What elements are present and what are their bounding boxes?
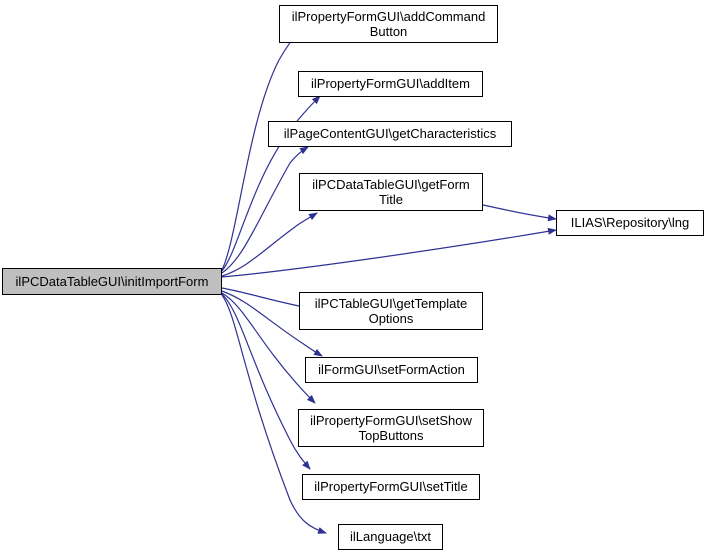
graph-node-root[interactable]: ilPCDataTableGUI\initImportForm <box>2 268 222 295</box>
edge-paths <box>221 30 557 534</box>
graph-node-label: ilPCTableGUI\getTemplate Options <box>314 295 468 327</box>
graph-node-getFormTitle[interactable]: ilPCDataTableGUI\getForm Title <box>299 173 483 211</box>
graph-node-addItem[interactable]: ilPropertyFormGUI\addItem <box>298 71 483 97</box>
graph-node-label: ilLanguage\txt <box>350 529 431 545</box>
graph-node-setTitle[interactable]: ilPropertyFormGUI\setTitle <box>302 474 480 500</box>
graph-node-label: ILIAS\Repository\lng <box>570 215 690 231</box>
graph-node-addCommandButton[interactable]: ilPropertyFormGUI\addCommand Button <box>279 5 498 43</box>
edge-root-to-setTitle <box>221 293 311 470</box>
graph-node-getCharacteristics[interactable]: ilPageContentGUI\getCharacteristics <box>268 121 512 147</box>
edge-root-to-addCommandButton <box>221 30 301 271</box>
graph-node-lng[interactable]: ILIAS\Repository\lng <box>556 210 704 236</box>
graph-node-label: ilPCDataTableGUI\getForm Title <box>312 176 470 208</box>
graph-node-label: ilPropertyFormGUI\setShow TopButtons <box>310 412 472 444</box>
edge-root-to-getFormTitle <box>221 212 318 277</box>
graph-node-label: ilPCDataTableGUI\initImportForm <box>15 273 209 289</box>
graph-node-label: ilPageContentGUI\getCharacteristics <box>283 126 497 142</box>
graph-node-txt[interactable]: ilLanguage\txt <box>338 524 443 550</box>
edge-root-to-getCharacteristics <box>221 146 309 274</box>
graph-node-label: ilFormGUI\setFormAction <box>318 362 465 378</box>
graph-node-label: ilPropertyFormGUI\addItem <box>311 76 470 92</box>
graph-node-setShowTopButtons[interactable]: ilPropertyFormGUI\setShow TopButtons <box>298 409 484 447</box>
graph-node-getTemplateOptions[interactable]: ilPCTableGUI\getTemplate Options <box>299 292 483 330</box>
edge-getFormTitle-to-lng <box>482 204 557 222</box>
graph-node-setFormAction[interactable]: ilFormGUI\setFormAction <box>305 357 478 383</box>
graph-node-label: ilPropertyFormGUI\setTitle <box>314 479 468 495</box>
edge-root-to-lng <box>221 227 557 278</box>
graph-node-label: ilPropertyFormGUI\addCommand Button <box>291 8 486 40</box>
